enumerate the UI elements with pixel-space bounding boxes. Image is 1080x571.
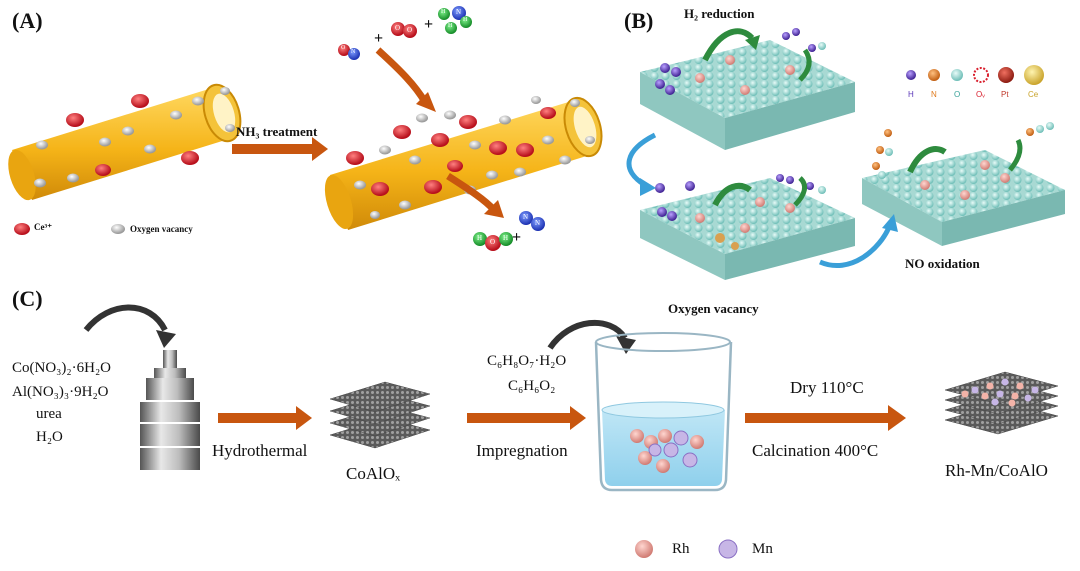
atom-no-n: N xyxy=(351,49,356,55)
no-oxidation-label: NO oxidation xyxy=(905,256,980,271)
cycle-arrow-left xyxy=(626,132,657,188)
legend-n-label: N xyxy=(931,90,937,99)
additive-catechol: C₆H₆O₂ xyxy=(508,378,556,394)
hydrothermal-label: Hydrothermal xyxy=(212,441,308,460)
atom-nh3-h1: H xyxy=(441,9,446,15)
plus-2: + xyxy=(424,16,434,33)
product-sheets xyxy=(944,371,1059,435)
calcination-label: Calcination 400°C xyxy=(752,441,879,460)
panel-b-label: (B) xyxy=(624,8,654,33)
reagent-co-nitrate: Co(NO₃)₂·6H₂O xyxy=(12,360,112,376)
atom-n2-n2: N xyxy=(535,219,541,227)
impregnation-label: Impregnation xyxy=(476,441,568,460)
legend-pt-label: Pt xyxy=(1001,90,1009,99)
surface-right xyxy=(862,122,1065,246)
beaker xyxy=(594,332,733,492)
surface-top xyxy=(640,28,855,150)
panel-c-label: (C) xyxy=(12,286,43,311)
reagent-urea: urea xyxy=(36,406,62,422)
nh3-arrow xyxy=(232,137,328,161)
reactant-arrow xyxy=(375,47,429,104)
legend-mn-marker xyxy=(718,539,738,559)
h2-reduction-label: H₂ reduction xyxy=(684,6,755,21)
oxygen-vacancy-label: Oxygen vacancy xyxy=(668,301,759,316)
plus-1: + xyxy=(374,30,384,47)
atom-nh3-n: N xyxy=(456,8,462,16)
autoclave-load-arrow xyxy=(83,304,168,332)
ce3-sites xyxy=(66,94,199,176)
panel-b-graphic xyxy=(626,28,1065,280)
nanotube-before xyxy=(8,83,242,201)
panel-b-legend-spheres xyxy=(906,65,1044,85)
vacancy-sites xyxy=(34,87,235,188)
atom-o2-o2: O xyxy=(407,26,413,34)
hydrothermal-arrow xyxy=(218,406,312,430)
atom-h2o-h2: H xyxy=(503,234,509,242)
cycle-arrow-right xyxy=(819,223,893,269)
beaker-load-arrow xyxy=(547,319,628,350)
atom-no-o: O xyxy=(341,45,346,51)
atom-h2o-o: O xyxy=(490,238,496,246)
reagent-al-nitrate: Al(NO₃)₃·9H₂O xyxy=(12,384,109,400)
n2-molecule xyxy=(519,211,545,231)
legend-ce-symbol: Ce xyxy=(1028,90,1039,99)
nh3-treatment-label: NH₃ treatment xyxy=(236,124,318,139)
legend-o-label: O xyxy=(954,90,961,99)
atom-nh3-h2: H xyxy=(463,17,468,23)
surface-bottom xyxy=(640,174,855,280)
legend-vacancy-marker xyxy=(111,224,125,234)
panel-c-graphic xyxy=(83,304,1059,559)
legend-h-label: H xyxy=(908,90,914,99)
atom-o2-o1: O xyxy=(395,24,401,32)
nanotube-after xyxy=(324,96,603,230)
legend-mn-label: Mn xyxy=(752,541,773,557)
atom-nh3-h3: H xyxy=(448,23,453,29)
calcination-arrow xyxy=(745,405,906,431)
legend-ce-label: Ce³⁺ xyxy=(34,222,52,232)
impregnation-arrow xyxy=(467,406,586,430)
legend-rh-label: Rh xyxy=(672,541,690,557)
coalox-label: CoAlOₓ xyxy=(346,464,401,483)
legend-rh-marker xyxy=(635,540,653,558)
dry-label: Dry 110°C xyxy=(790,378,864,397)
legend-ov-label: Oᵥ xyxy=(976,90,985,99)
product-label: Rh-Mn/CoAlO xyxy=(945,461,1048,480)
legend-ce-marker xyxy=(14,223,30,235)
h2o-molecule xyxy=(473,232,513,251)
ce3-sites-after xyxy=(346,107,556,196)
coalox-sheets xyxy=(329,381,431,449)
plus-3: + xyxy=(512,229,522,246)
additive-citric-acid: C₆H₈O₇·H₂O xyxy=(487,353,567,369)
reagent-water: H₂O xyxy=(36,429,63,445)
atom-h2o-h1: H xyxy=(477,234,483,242)
panel-a-graphic xyxy=(8,6,603,251)
panel-a-label: (A) xyxy=(12,8,43,33)
nh3-molecule xyxy=(438,6,472,34)
no-molecule xyxy=(338,44,360,60)
o2-molecule xyxy=(391,22,417,38)
legend-vacancy-label: Oxygen vacancy xyxy=(130,224,193,234)
autoclave xyxy=(140,350,200,470)
atom-n2-n1: N xyxy=(523,213,529,221)
